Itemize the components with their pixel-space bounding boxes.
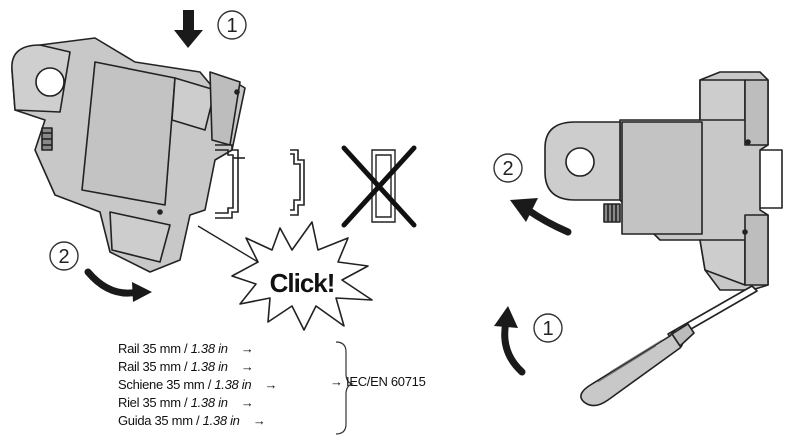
rail-brace: [335, 341, 354, 435]
svg-text:2: 2: [502, 158, 513, 180]
rail-label-es: Riel 35 mm / 1.38 in →: [118, 395, 254, 410]
rail-profile-c: [290, 149, 305, 216]
curved-arrow-icon: [510, 198, 572, 236]
step-badge-left-bottom: 2: [49, 241, 79, 271]
rail-label-de: Schiene 35 mm / 1.38 in →: [118, 377, 278, 392]
step-badge-right-top: 2: [493, 153, 523, 183]
step-badge-left-top: 1: [217, 10, 247, 40]
svg-text:2: 2: [58, 246, 69, 268]
left-device: [11, 37, 246, 273]
rail-label-en: Rail 35 mm / 1.38 in →: [118, 341, 254, 356]
step-badge-right-bottom: 1: [533, 313, 563, 343]
rail-profile-top-hat: [215, 144, 245, 219]
rail-label-it: Guida 35 mm / 1.38 in →: [118, 413, 266, 428]
curved-arrow-icon: [84, 268, 152, 302]
svg-text:1: 1: [542, 318, 553, 340]
click-burst: Click!: [197, 221, 373, 331]
curved-arrow-icon: [494, 306, 526, 376]
down-arrow-icon: [174, 10, 203, 48]
svg-text:1: 1: [226, 15, 237, 37]
rail-label-fr: Rail 35 mm / 1.38 in →: [118, 359, 254, 374]
click-label: Click!: [270, 268, 335, 298]
screwdriver-icon: [580, 285, 758, 407]
standard-label: → IEC/EN 60715: [330, 374, 426, 389]
rail-profile-rejected: [371, 149, 396, 223]
right-device: [544, 71, 783, 291]
cross-icon: [341, 145, 417, 228]
